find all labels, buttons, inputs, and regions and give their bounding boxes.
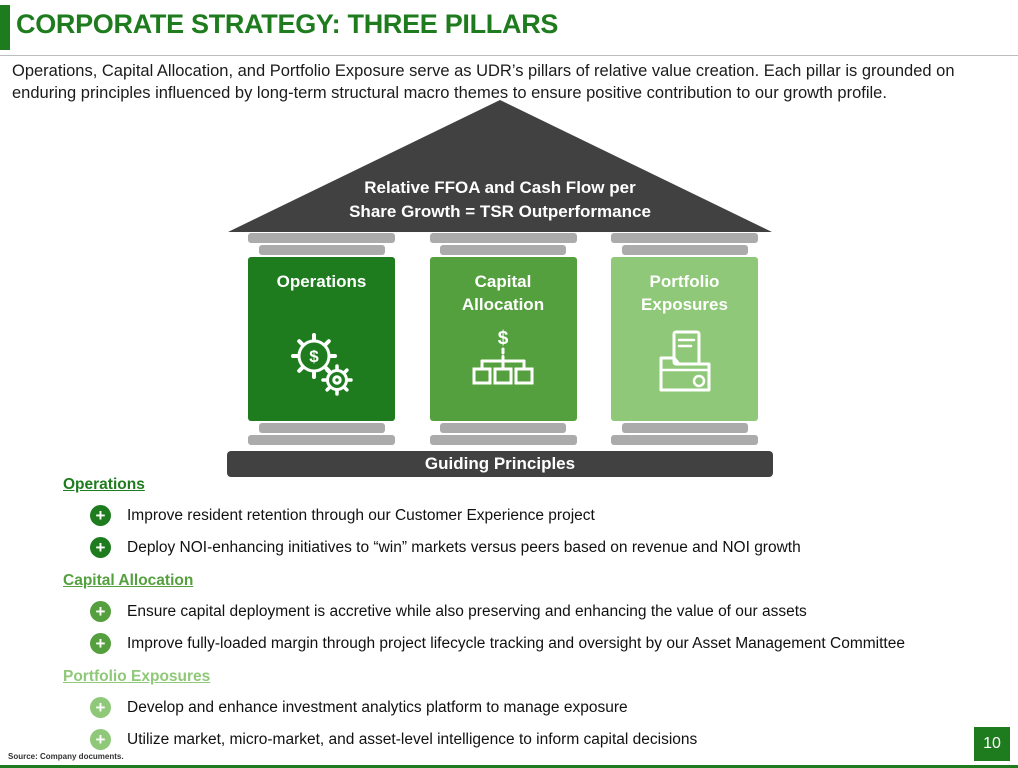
source-note: Source: Company documents.: [8, 752, 124, 761]
svg-text:$: $: [498, 328, 509, 349]
capital-block: [429, 435, 577, 445]
plus-icon: +: [90, 697, 111, 718]
roof-caption: Relative FFOA and Cash Flow per Share Gr…: [228, 176, 772, 224]
bullet-text: Improve resident retention through our C…: [127, 507, 595, 524]
list-item: + Utilize market, micro-market, and asse…: [90, 729, 1003, 750]
capital-block: [248, 435, 395, 445]
bullet-text: Ensure capital deployment is accretive w…: [127, 603, 807, 620]
list-item: + Improve fully-loaded margin through pr…: [90, 633, 1003, 654]
org-chart-dollar-icon: $: [467, 328, 539, 399]
list-item: + Improve resident retention through our…: [90, 505, 1003, 526]
capital-block: [258, 245, 385, 255]
bullet-text: Improve fully-loaded margin through proj…: [127, 635, 905, 652]
section-heading: Portfolio Exposures: [63, 668, 211, 685]
pillar-portfolio-exposures: Portfolio Exposures: [611, 233, 758, 445]
page-title: CORPORATE STRATEGY: THREE PILLARS: [16, 9, 559, 39]
bullet-sections: Operations + Improve resident retention …: [63, 476, 1003, 750]
capital-block: [611, 233, 758, 243]
plus-icon: +: [90, 633, 111, 654]
page-number: 10: [974, 727, 1010, 761]
header-divider: [0, 55, 1018, 56]
capital-block: [621, 423, 748, 433]
svg-text:$: $: [309, 347, 319, 366]
capital-block: [611, 435, 758, 445]
guiding-principles-bar: Guiding Principles: [227, 451, 773, 477]
capital-block: [440, 245, 566, 255]
section-heading: Capital Allocation: [63, 572, 194, 589]
pillars-group: Operations: [248, 233, 758, 445]
title-accent-bar: [0, 5, 10, 50]
pillar-body-capital-allocation: Capital Allocation $: [429, 257, 577, 421]
plus-icon: +: [90, 537, 111, 558]
bullet-text: Deploy NOI-enhancing initiatives to “win…: [127, 539, 801, 556]
pillar-label: Operations: [276, 272, 367, 291]
bottom-divider: [0, 765, 1018, 768]
pillar-label: Capital Allocation: [461, 272, 545, 314]
roof-caption-line2: Share Growth = TSR Outperformance: [349, 202, 651, 221]
roof-caption-line1: Relative FFOA and Cash Flow per: [364, 178, 636, 197]
capital-block: [248, 233, 395, 243]
plus-icon: +: [90, 505, 111, 526]
section-capital-allocation: Capital Allocation + Ensure capital depl…: [63, 572, 1003, 654]
capital-block: [621, 245, 748, 255]
pillar-capital-allocation: Capital Allocation $: [429, 233, 577, 445]
pillar-body-operations: Operations: [248, 257, 395, 421]
capital-block: [258, 423, 385, 433]
pillar-body-portfolio-exposures: Portfolio Exposures: [611, 257, 758, 421]
list-item: + Deploy NOI-enhancing initiatives to “w…: [90, 537, 1003, 558]
list-item: + Develop and enhance investment analyti…: [90, 697, 1003, 718]
list-item: + Ensure capital deployment is accretive…: [90, 601, 1003, 622]
section-operations: Operations + Improve resident retention …: [63, 476, 1003, 558]
capital-block: [429, 233, 577, 243]
pillar-operations: Operations: [248, 233, 395, 445]
pillar-label: Portfolio Exposures: [641, 272, 728, 314]
plus-icon: +: [90, 729, 111, 750]
document-box-icon: [647, 328, 723, 403]
gears-dollar-icon: $: [284, 328, 360, 409]
capital-block: [440, 423, 566, 433]
section-heading: Operations: [63, 476, 145, 493]
bullet-text: Utilize market, micro-market, and asset-…: [127, 731, 698, 748]
section-portfolio-exposures: Portfolio Exposures + Develop and enhanc…: [63, 668, 1003, 750]
bullet-text: Develop and enhance investment analytics…: [127, 699, 628, 716]
intro-paragraph: Operations, Capital Allocation, and Port…: [12, 62, 955, 102]
plus-icon: +: [90, 601, 111, 622]
